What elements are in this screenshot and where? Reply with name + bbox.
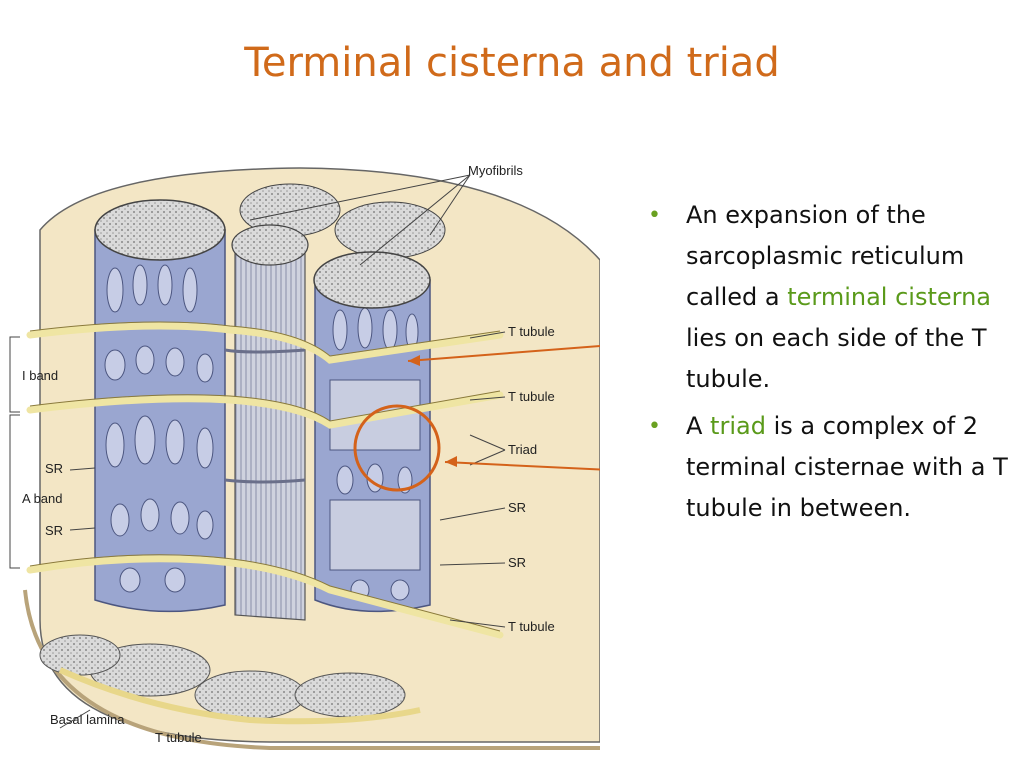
- basal-lamina-band: [23, 589, 600, 750]
- myofibril-right: [313, 251, 431, 613]
- label-t-tubule-3: T tubule: [508, 619, 555, 634]
- label-t-tubule-2: T tubule: [508, 389, 555, 404]
- label-t-tubule-1: T tubule: [508, 324, 555, 339]
- bullet-dot: •: [648, 414, 661, 439]
- label-triad: Triad: [508, 442, 537, 457]
- label-sr-right-1: SR: [508, 500, 526, 515]
- triad-arrow: [444, 456, 600, 471]
- leader-lines: [9, 174, 506, 729]
- label-a-band: A band: [22, 491, 63, 506]
- slide-title: Terminal cisterna and triad: [244, 40, 780, 86]
- muscle-fiber-diagram: Myofibrils T tubule T tubule Triad SR SR…: [9, 163, 600, 750]
- label-i-band: I band: [22, 368, 58, 383]
- label-t-tubule-bottom: T tubule: [155, 730, 202, 745]
- label-myofibrils: Myofibrils: [468, 163, 523, 178]
- t-tubule-outlines: [29, 321, 501, 632]
- bullet-list: •An expansion of the sarcoplasmic reticu…: [648, 195, 1018, 535]
- label-sr-left-1: SR: [45, 461, 63, 476]
- bullet-dot: •: [648, 203, 661, 228]
- label-sr-left-2: SR: [45, 523, 63, 538]
- term-terminal-cisterna: terminal cisterna: [787, 283, 991, 311]
- bullet-terminal-cisterna: •An expansion of the sarcoplasmic reticu…: [648, 195, 1018, 400]
- cross-section-bottom: [39, 634, 421, 725]
- triad-highlight-circle: [353, 404, 441, 492]
- bullet-triad: •A triad is a complex of 2 terminal cist…: [648, 406, 1018, 529]
- myofibril-left: [94, 199, 226, 613]
- label-sr-right-2: SR: [508, 555, 526, 570]
- term-triad: triad: [710, 412, 766, 440]
- label-basal-lamina: Basal lamina: [50, 712, 125, 727]
- t-tubules: [26, 322, 504, 639]
- terminal-cisterna-arrow: [407, 344, 600, 366]
